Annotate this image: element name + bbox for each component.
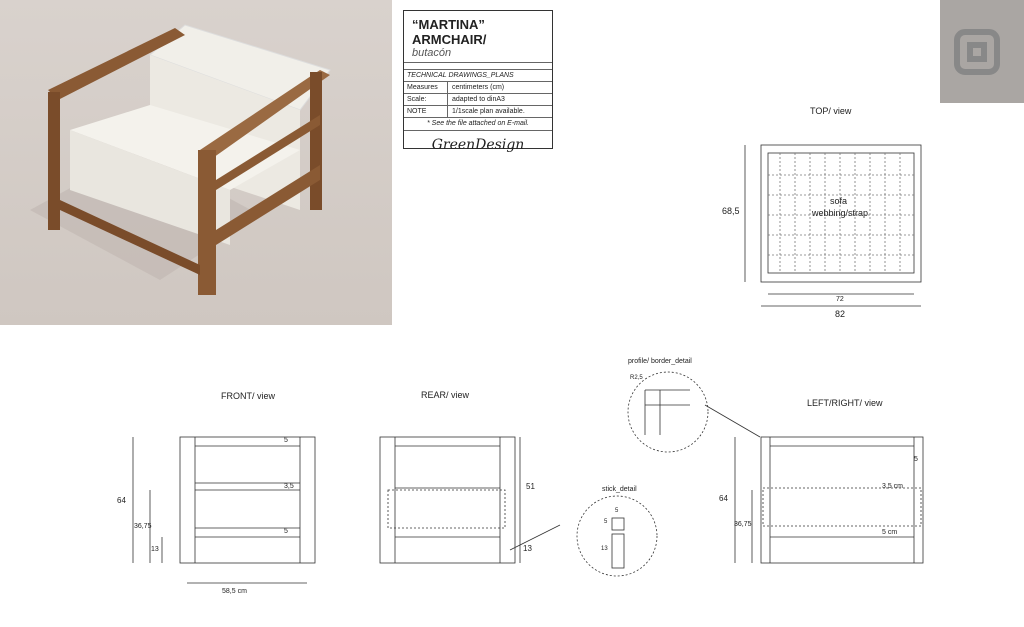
stick-detail-label: stick_detail: [602, 486, 637, 493]
side-view-label: LEFT/RIGHT/ view: [807, 398, 883, 408]
product-title: “MARTINA” ARMCHAIR/: [412, 17, 487, 47]
rear-height-dim: 51: [526, 482, 535, 491]
inner-width-dim: 72: [836, 296, 844, 303]
side-seat-dim: 36,75: [734, 521, 752, 528]
logo-icon: [954, 29, 1000, 75]
dim-5: 5: [284, 437, 288, 444]
note: * See the file attached on E-mail.: [427, 120, 529, 127]
side-dim-3-5: 3,5 cm: [882, 483, 904, 490]
armchair-render: [0, 0, 392, 325]
webbing-label: webbing/strap: [812, 208, 869, 218]
section-label: TECHNICAL DRAWINGS_PLANS: [407, 72, 514, 79]
armchair-illustration: [30, 24, 331, 295]
width-dim: 82: [835, 309, 846, 319]
dim-5b: 5: [284, 528, 288, 535]
stick-w: 5: [615, 508, 619, 514]
rear-leg-dim: 13: [523, 544, 532, 553]
product-subtitle: butacón: [404, 47, 552, 63]
top-view-label: TOP/ view: [810, 106, 852, 116]
dim-3-5: 3,5: [284, 483, 294, 490]
height-dim: 64: [117, 496, 126, 505]
spec-row: Scale:adapted to dinA3: [404, 93, 552, 105]
side-height-dim: 64: [719, 494, 728, 503]
brand-logo-box: [940, 0, 1024, 103]
title-block: “MARTINA” ARMCHAIR/ butacón TECHNICAL DR…: [403, 10, 553, 153]
stick-h2: 13: [601, 546, 608, 552]
leg-dim: 13: [151, 546, 159, 553]
depth-dim: 68,5: [722, 206, 740, 216]
profile-detail-label: profile/ border_detail: [628, 358, 692, 365]
sofa-label: sofa: [830, 196, 848, 206]
side-dim-5cm: 5 cm: [882, 529, 898, 536]
stick-h: 5: [604, 519, 608, 525]
front-view-label: FRONT/ view: [221, 391, 275, 401]
brand-logo: GreenDesign: [404, 130, 552, 159]
side-dim-5: 5: [914, 456, 918, 463]
front-width-dim: 58,5 cm: [222, 588, 247, 595]
seat-dim: 36,75: [134, 523, 152, 530]
radius-dim: R2,5: [630, 375, 643, 381]
rear-view-label: REAR/ view: [421, 390, 470, 400]
